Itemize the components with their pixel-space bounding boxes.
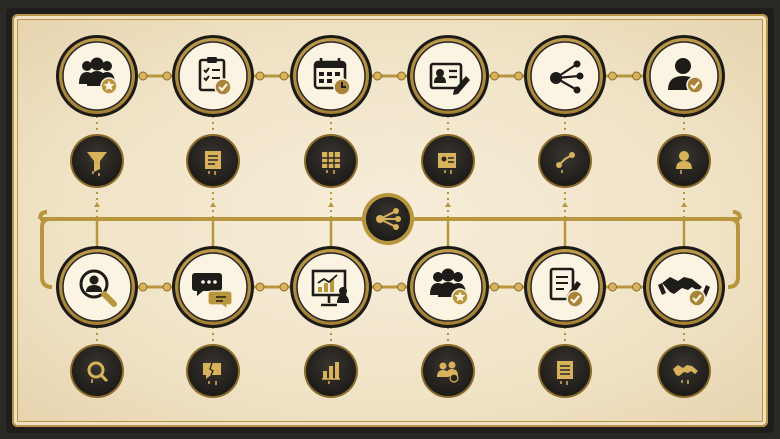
- bottom-node-handshake[interactable]: [643, 246, 725, 328]
- hub-node[interactable]: [362, 193, 414, 245]
- junction-dot: [138, 282, 148, 292]
- junction-dot: [279, 282, 289, 292]
- hub-layer: [362, 193, 414, 245]
- junction-dot: [162, 282, 172, 292]
- top-node-profile-edit[interactable]: [407, 35, 489, 117]
- top-node-team-star[interactable]: [56, 35, 138, 117]
- bottom-small-node-document-check[interactable]: [538, 344, 592, 398]
- junction-dot: [514, 71, 523, 81]
- arrow-up-icon: [562, 202, 568, 207]
- top-small-node-team-star[interactable]: [70, 134, 124, 188]
- top-node-clipboard-check[interactable]: [172, 35, 254, 117]
- arrow-up-icon: [328, 202, 334, 207]
- bottom-small-node-chat[interactable]: [186, 344, 240, 398]
- bottom-small-node-handshake[interactable]: [657, 344, 711, 398]
- small-node-face: [540, 136, 590, 186]
- bottom-small-node-search-person[interactable]: [70, 344, 124, 398]
- junction-dot: [632, 71, 641, 81]
- top-node-person-check[interactable]: [643, 35, 725, 117]
- vertical-links: [94, 116, 687, 346]
- junction-dot: [397, 71, 406, 81]
- top-small-node-clipboard-check[interactable]: [186, 134, 240, 188]
- bottom-node-search-person[interactable]: [56, 246, 138, 328]
- junction-dot: [632, 282, 641, 292]
- bottom-small-node-presentation[interactable]: [304, 344, 358, 398]
- small-node-layer: [70, 134, 711, 398]
- small-node-face: [72, 346, 122, 396]
- junction-dot: [255, 282, 265, 292]
- arrow-up-icon: [94, 202, 100, 207]
- junction-dot: [138, 71, 148, 81]
- bottom-node-chat[interactable]: [172, 246, 254, 328]
- node-face: [413, 41, 483, 111]
- junction-dot: [608, 282, 617, 292]
- bottom-node-team-star-2[interactable]: [407, 246, 489, 328]
- big-node-layer: [56, 35, 725, 328]
- arrow-up-icon: [210, 202, 216, 207]
- junction-dots: [138, 71, 641, 292]
- junction-dot: [373, 71, 382, 81]
- top-small-node-calendar-clock[interactable]: [304, 134, 358, 188]
- bottom-small-node-team-star-2[interactable]: [421, 344, 475, 398]
- top-node-distribute[interactable]: [524, 35, 606, 117]
- junction-dot: [373, 282, 382, 292]
- top-small-node-person-check[interactable]: [657, 134, 711, 188]
- node-face: [178, 41, 248, 111]
- node-face: [530, 252, 600, 322]
- node-face: [649, 41, 719, 111]
- junction-dot: [397, 282, 406, 292]
- bottom-node-document-check[interactable]: [524, 246, 606, 328]
- junction-dot: [255, 71, 265, 81]
- junction-dot: [514, 282, 523, 292]
- top-small-node-profile-edit[interactable]: [421, 134, 475, 188]
- arrow-up-icon: [681, 202, 687, 207]
- top-node-calendar-clock[interactable]: [290, 35, 372, 117]
- connectors: [38, 74, 742, 289]
- junction-dot: [279, 71, 289, 81]
- junction-dot: [162, 71, 172, 81]
- junction-dot: [608, 71, 617, 81]
- arrow-up-icon: [445, 202, 451, 207]
- bottom-node-presentation[interactable]: [290, 246, 372, 328]
- junction-dot: [490, 71, 499, 81]
- node-face: [530, 41, 600, 111]
- top-small-node-distribute[interactable]: [538, 134, 592, 188]
- junction-dot: [490, 282, 499, 292]
